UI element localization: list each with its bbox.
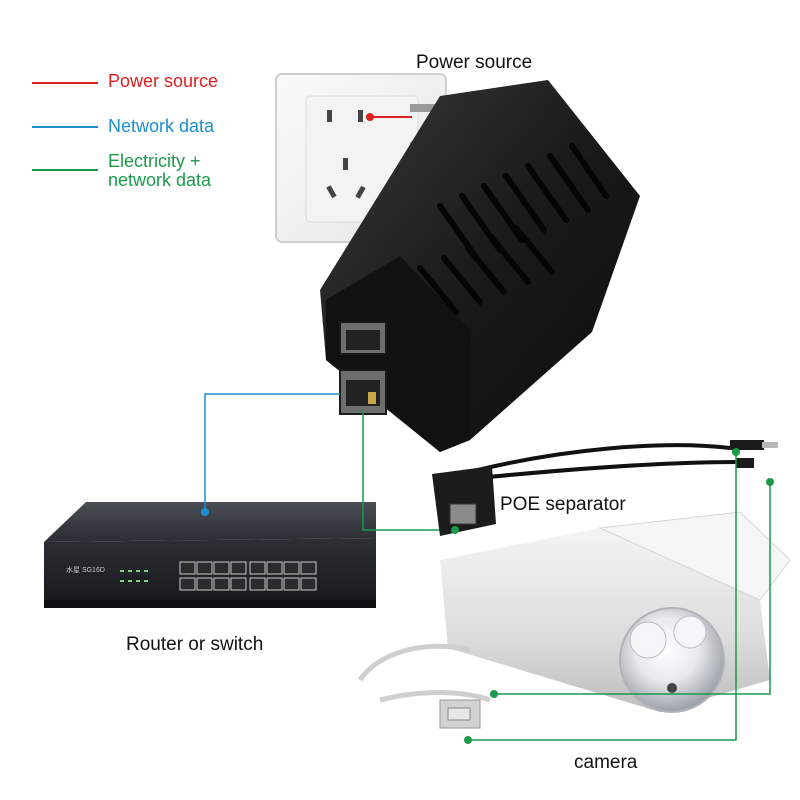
legend-combined-line [32, 169, 98, 171]
poe-injector-icon [320, 80, 640, 452]
camera-power-point [732, 448, 740, 456]
legend-power-label: Power source [108, 71, 219, 91]
combined-wire-data [492, 482, 771, 695]
poe-separator-icon [432, 440, 778, 536]
combined-wire-injector [362, 410, 450, 531]
switch-brand-text: 水星 SG16D [66, 565, 105, 574]
cctv-camera-icon [357, 511, 791, 729]
power-point [366, 113, 374, 121]
camera-port-point [490, 690, 498, 698]
legend-network-label: Network data [108, 116, 215, 136]
network-data-point [201, 508, 209, 516]
network-data-wire [204, 393, 340, 512]
network-switch-icon: 水星 SG16D [44, 502, 376, 608]
poe-separator-label: POE separator [500, 494, 626, 515]
power-source-label: Power source [416, 52, 533, 73]
legend-combined-label-line1: Electricity + [108, 151, 201, 171]
legend-combined-label-line2: network data [108, 170, 212, 190]
combined-wire-power [468, 452, 737, 741]
legend-power-line [32, 82, 98, 84]
camera-data-point [766, 478, 774, 486]
separator-input-point [451, 526, 459, 534]
legend-network-line [32, 126, 98, 128]
camera-label: camera [574, 752, 638, 773]
camera-plug-point [464, 736, 472, 744]
router-switch-label: Router or switch [126, 634, 264, 655]
